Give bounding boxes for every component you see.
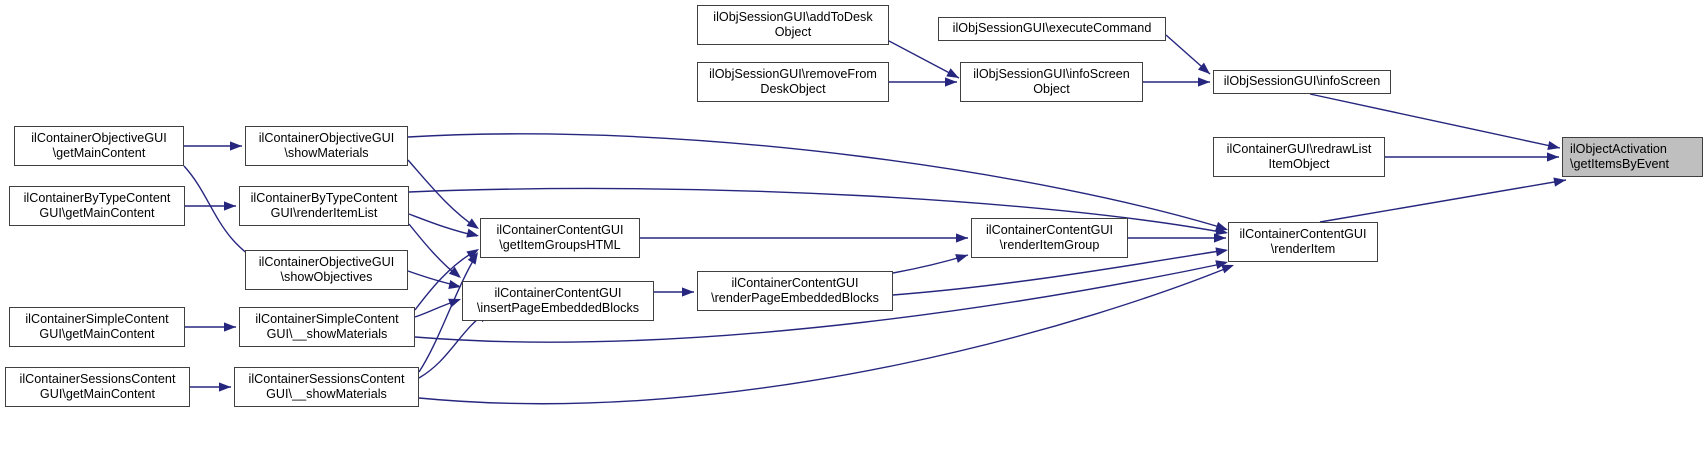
- graph-node-label: ilContainerByTypeContent: [250, 190, 398, 205]
- graph-node-label: ilContainerObjectiveGUI: [258, 130, 395, 145]
- graph-node-label: GUI\getMainContent: [39, 387, 156, 401]
- graph-node-label: ilObjSessionGUI\infoScreen: [1223, 74, 1381, 89]
- graph-node-label: \getMainContent: [52, 146, 146, 160]
- graph-node-label: \renderItem: [1270, 242, 1336, 256]
- graph-node-label: ilContainerSimpleContent: [25, 311, 169, 326]
- graph-node-label: Object: [774, 25, 812, 39]
- graph-node-renderItem[interactable]: ilContainerContentGUI\renderItem: [1228, 222, 1378, 262]
- graph-node-label: ilContainerContentGUI: [985, 222, 1114, 237]
- graph-node-label: ilContainerObjectiveGUI: [258, 254, 395, 269]
- graph-node-objectiveShowMaterials[interactable]: ilContainerObjectiveGUI\showMaterials: [245, 126, 408, 166]
- graph-edge-arrowhead: [467, 252, 478, 265]
- graph-edge: [1309, 93, 1561, 149]
- graph-node-label: \getItemsByEvent: [1570, 157, 1670, 171]
- graph-node-label: ilObjSessionGUI\addToDesk: [713, 9, 873, 24]
- graph-node-label: ilContainerContentGUI: [731, 275, 859, 290]
- graph-node-insertPageEmbeddedBlocks[interactable]: ilContainerContentGUI\insertPageEmbedded…: [462, 281, 654, 321]
- graph-node-label: ilContainerSessionsContent: [19, 371, 176, 386]
- graph-node-label: Object: [1033, 82, 1070, 96]
- graph-node-label: ilContainerContentGUI: [1239, 226, 1367, 241]
- graph-node-label: ilContainerObjectiveGUI: [31, 130, 167, 145]
- graph-edge-arrowhead: [230, 141, 242, 151]
- graph-node-objectiveShowObjectives[interactable]: ilContainerObjectiveGUI\showObjectives: [245, 250, 408, 290]
- graph-node-label: GUI\__showMaterials: [266, 327, 388, 341]
- graph-node-label: ilContainerSessionsContent: [248, 371, 405, 386]
- graph-edge-arrowhead: [1214, 233, 1226, 243]
- graph-edge-arrowhead: [224, 322, 236, 332]
- graph-edge-arrowhead: [1221, 264, 1234, 274]
- graph-edge: [418, 311, 488, 379]
- graph-edge-arrowhead: [1215, 226, 1228, 236]
- graph-edge: [414, 262, 1227, 343]
- graph-node-label: \showMaterials: [284, 146, 369, 160]
- graph-edge-arrowhead: [1547, 141, 1560, 151]
- graph-edge: [1319, 179, 1567, 223]
- graph-edge: [408, 213, 478, 237]
- graph-edge: [892, 249, 1227, 296]
- graph-edge: [418, 253, 478, 373]
- graph-node-label: \insertPageEmbeddedBlocks: [476, 301, 640, 315]
- graph-edge-arrowhead: [448, 266, 461, 278]
- graph-node-label: ilObjSessionGUI\removeFrom: [709, 66, 877, 81]
- graph-edge-arrowhead: [466, 218, 479, 229]
- graph-edge-arrowhead: [1215, 260, 1228, 270]
- graph-edge-arrowhead: [956, 233, 968, 243]
- graph-node-label: ilContainerSimpleContent: [255, 311, 399, 326]
- graph-node-objectiveGetMainContent[interactable]: ilContainerObjectiveGUI\getMainContent: [14, 126, 184, 166]
- graph-node-label: GUI\__showMaterials: [266, 387, 387, 401]
- graph-edge-arrowhead: [682, 287, 694, 297]
- graph-node-label: ilContainerGUI\redrawList: [1226, 141, 1372, 156]
- graph-node-label: ilContainerContentGUI: [494, 285, 622, 300]
- graph-edge-arrowhead: [219, 382, 231, 392]
- graph-node-infoScreen[interactable]: ilObjSessionGUI\infoScreen: [1213, 70, 1391, 94]
- graph-node-label: GUI\getMainContent: [39, 327, 155, 341]
- graph-node-label: DeskObject: [760, 82, 826, 96]
- graph-edge-arrowhead: [466, 249, 479, 260]
- graph-edge-arrowhead: [224, 201, 236, 211]
- graph-edge-arrowhead: [1198, 77, 1210, 87]
- graph-node-label: \renderPageEmbeddedBlocks: [711, 291, 879, 305]
- graph-node-label: GUI\renderItemList: [270, 206, 378, 220]
- graph-edge: [418, 265, 1233, 405]
- graph-node-label: ilObjectActivation: [1570, 141, 1667, 156]
- graph-edge-arrowhead: [1215, 247, 1228, 257]
- graph-edge-arrowhead: [946, 68, 959, 78]
- graph-node-label: \showObjectives: [280, 270, 373, 284]
- graph-node-label: ilContainerByTypeContent: [23, 190, 171, 205]
- graph-node-label: ilObjSessionGUI\executeCommand: [952, 21, 1152, 36]
- graph-edge-arrowhead: [448, 280, 461, 290]
- graph-edge: [407, 133, 1227, 230]
- graph-edge-arrowhead: [955, 254, 968, 263]
- graph-node-label: ilContainerContentGUI: [496, 222, 624, 237]
- graph-node-renderItemGroup[interactable]: ilContainerContentGUI\renderItemGroup: [971, 218, 1128, 258]
- graph-node-label: ilObjSessionGUI\infoScreen: [973, 66, 1130, 81]
- graph-edge-arrowhead: [1553, 177, 1566, 187]
- graph-edge-arrowhead: [1197, 62, 1210, 74]
- graph-edge: [888, 40, 960, 79]
- graph-node-getItemGroupsHTML[interactable]: ilContainerContentGUI\getItemGroupsHTML: [480, 218, 640, 258]
- graph-edge: [408, 187, 1227, 234]
- graph-node-label: GUI\getMainContent: [39, 206, 155, 220]
- graph-node-getItemsByEvent[interactable]: ilObjectActivation\getItemsByEvent: [1562, 137, 1703, 177]
- graph-node-renderPageEmbeddedBlocks[interactable]: ilContainerContentGUI\renderPageEmbedded…: [697, 271, 893, 311]
- graph-node-label: ItemObject: [1268, 157, 1330, 171]
- graph-edge-arrowhead: [466, 228, 479, 238]
- graph-node-label: \renderItemGroup: [999, 238, 1100, 252]
- graph-node-executeCommand[interactable]: ilObjSessionGUI\executeCommand: [938, 17, 1166, 41]
- graph-edge-arrowhead: [1547, 152, 1559, 162]
- graph-edge-arrowhead: [945, 77, 957, 87]
- graph-node-label: \getItemGroupsHTML: [499, 238, 621, 252]
